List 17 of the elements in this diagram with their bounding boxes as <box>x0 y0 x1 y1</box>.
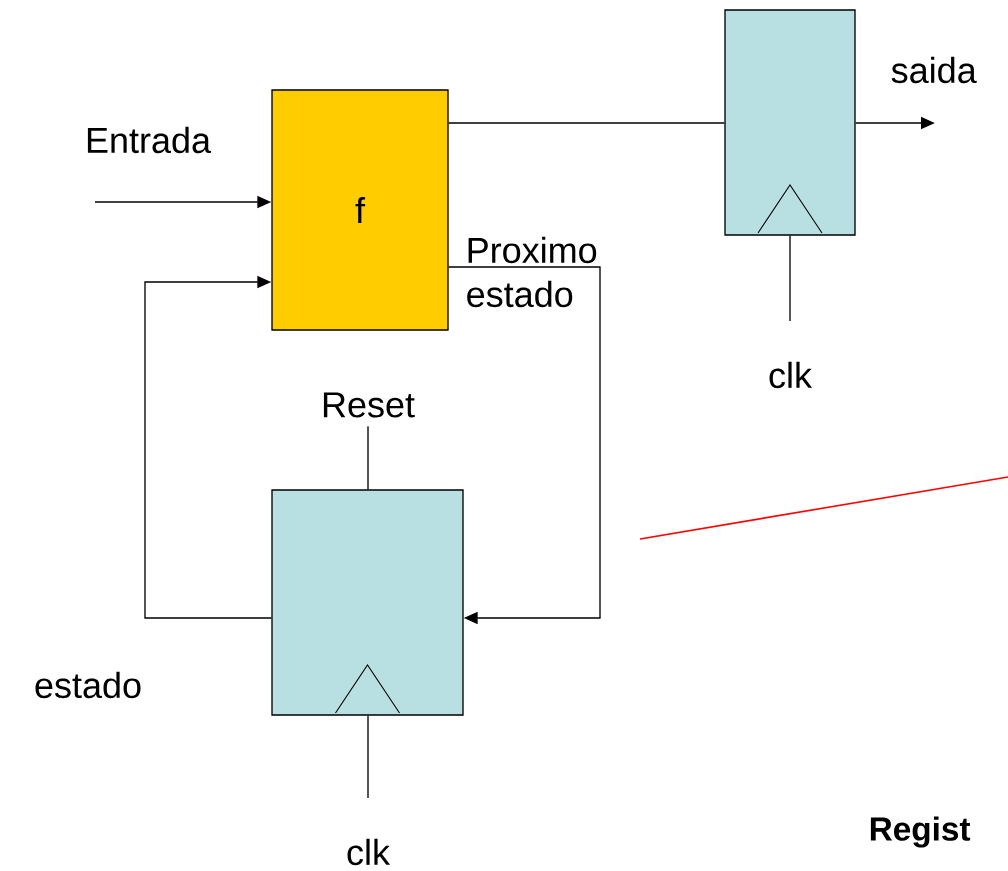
signal-label: Proximo estado <box>467 236 597 308</box>
signal-label: Reset <box>323 392 415 418</box>
arrow <box>144 275 272 619</box>
signal-label: Entrada <box>87 126 212 154</box>
function-box: f <box>271 89 449 331</box>
caption-text: Regist <box>870 816 971 848</box>
signal-label: clk <box>347 838 391 866</box>
signal-label: estado <box>35 671 141 699</box>
wire <box>367 714 369 799</box>
signal-label: clk <box>769 361 813 389</box>
arrow <box>448 266 601 625</box>
register-box <box>271 489 464 716</box>
signal-label: saida <box>891 56 977 84</box>
wire <box>448 122 725 124</box>
register-box <box>724 9 856 236</box>
wire <box>367 425 369 490</box>
wire <box>789 235 791 322</box>
